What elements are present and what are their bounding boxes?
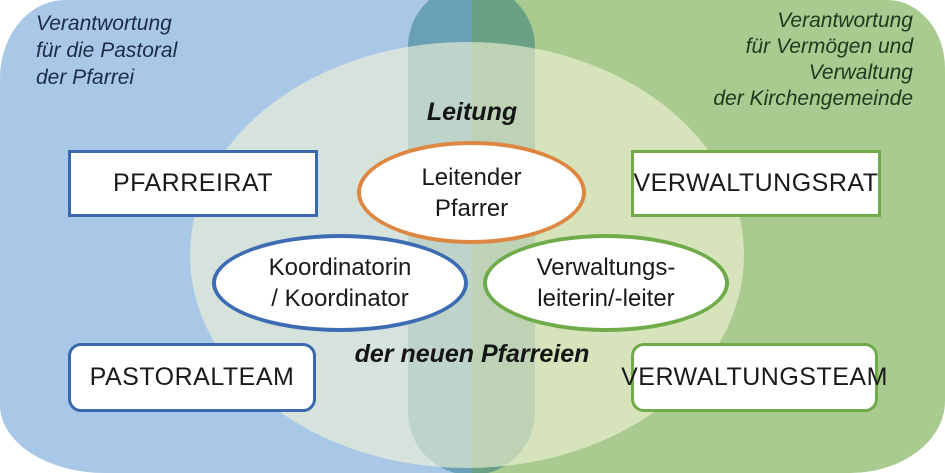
heading-leitung: Leitung xyxy=(426,98,518,126)
ellipse-verwaltungsleiterin-leiter: Verwaltungs- leiterin/-leiter xyxy=(483,234,729,332)
ellipse-koordinatorin-koordinator: Koordinatorin / Koordinator xyxy=(212,234,468,332)
note-line: der Kirchengemeinde xyxy=(713,87,913,110)
ellipse-leitender-pfarrer: Leitender Pfarrer xyxy=(357,141,586,244)
heading-der-neuen-pfarreien: der neuen Pfarreien xyxy=(354,340,590,368)
box-verwaltungsrat: VERWALTUNGSRAT xyxy=(631,150,881,217)
ellipse-label-line: / Koordinator xyxy=(271,285,409,312)
note-line: Verantwortung xyxy=(777,9,913,32)
note-pastoral-responsibility: Verantwortung für die Pastoral der Pfarr… xyxy=(36,10,266,91)
ellipse-label-line: Koordinatorin xyxy=(268,254,412,281)
ellipse-label-line: Verwaltungs- xyxy=(536,254,676,281)
ellipse-label-line: leiterin/-leiter xyxy=(537,285,675,312)
box-pastoralteam: PASTORALTEAM xyxy=(68,343,316,412)
box-label: PFARREIRAT xyxy=(112,169,274,197)
box-pfarreirat: PFARREIRAT xyxy=(68,150,318,217)
box-label: PASTORALTEAM xyxy=(89,363,295,391)
note-line: der Pfarrei xyxy=(36,66,135,89)
note-line: für die Pastoral xyxy=(36,39,178,62)
note-verwaltung-responsibility: Verantwortung für Vermögen und Verwaltun… xyxy=(633,8,913,112)
note-line: Verwaltung xyxy=(808,61,913,84)
box-verwaltungsteam: VERWALTUNGSTEAM xyxy=(621,343,887,412)
ellipse-label-line: Leitender xyxy=(421,163,522,191)
ellipse-label-line: Pfarrer xyxy=(434,194,509,222)
note-line: für Vermögen und xyxy=(745,35,913,58)
box-label: VERWALTUNGSRAT xyxy=(633,169,879,197)
note-line: Verantwortung xyxy=(36,12,172,35)
box-label: VERWALTUNGSTEAM xyxy=(621,363,888,391)
